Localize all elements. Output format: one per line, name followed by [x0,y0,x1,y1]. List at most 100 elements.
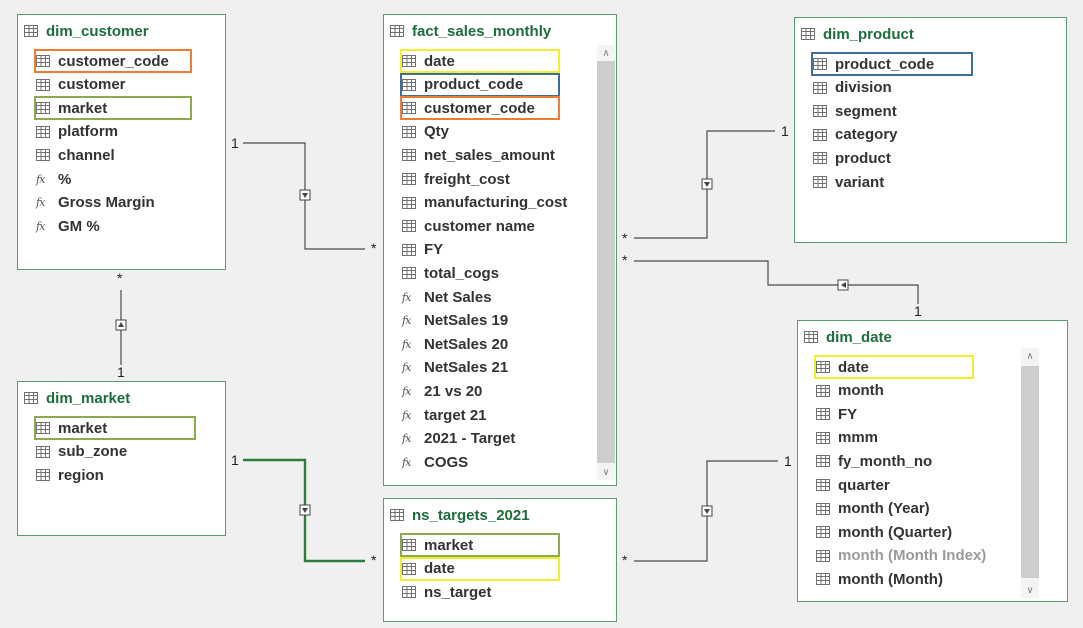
column-field[interactable]: channel [36,144,115,166]
field-label: quarter [838,476,890,494]
field-label: target 21 [424,406,487,424]
field-label: 2021 - Target [424,430,516,448]
fx-measure-icon: fx [402,384,411,398]
cardinality-one: 1 [784,453,792,469]
vertical-scrollbar[interactable]: ∧∨ [597,45,615,480]
field-label: NetSales 21 [424,359,509,377]
column-field[interactable]: date [402,558,455,580]
scroll-down-icon[interactable]: ∨ [602,466,610,478]
scroll-down-icon[interactable]: ∨ [1026,584,1034,596]
column-field[interactable]: date [816,356,869,378]
table-grid-icon [36,125,50,138]
field-label: market [58,419,108,437]
column-field[interactable]: FY [816,403,857,425]
column-field[interactable]: market [402,534,473,556]
table-title: dim_customer [24,21,149,41]
column-field[interactable]: freight_cost [402,168,510,190]
column-field[interactable]: month (Month) [816,568,943,590]
table-grid-icon [390,25,404,37]
scroll-up-icon[interactable]: ∧ [1026,350,1034,362]
column-field[interactable]: division [813,77,892,99]
field-label: market [424,536,474,554]
column-field[interactable]: category [813,124,898,146]
column-field[interactable]: customer_code [36,50,169,72]
column-field[interactable]: Qty [402,121,449,143]
table-title-label: dim_market [46,389,131,407]
column-field[interactable]: ns_target [402,581,492,603]
cardinality-many: * [117,270,123,286]
field-label: % [58,170,72,188]
scrollbar-thumb[interactable] [597,61,615,463]
scrollbar-thumb[interactable] [1021,366,1039,578]
column-field[interactable]: date [402,50,455,72]
column-field[interactable]: variant [813,171,884,193]
column-field[interactable]: net_sales_amount [402,144,555,166]
table-title: dim_market [24,388,130,408]
field-label: total_cogs [424,264,500,282]
table-grid-icon [402,562,416,575]
field-label: NetSales 20 [424,335,509,353]
column-field[interactable]: month (Month Index) [816,545,986,567]
column-field[interactable]: mmm [816,427,878,449]
cardinality-many: * [371,240,377,256]
measure-field[interactable]: fx Net Sales [402,286,492,308]
table-grid-icon [813,81,827,94]
column-field[interactable]: customer name [402,215,535,237]
column-field[interactable]: fy_month_no [816,450,932,472]
field-label: region [58,466,104,484]
column-field[interactable]: customer_code [402,97,535,119]
relationship-line-date-sales[interactable] [634,260,919,304]
column-field[interactable]: manufacturing_cost [402,192,567,214]
column-field[interactable]: market [36,417,107,439]
column-field[interactable]: month [816,380,884,402]
arrow-down-icon [704,182,710,187]
table-grid-icon [813,58,827,70]
column-field[interactable]: market [36,97,107,119]
column-field[interactable]: platform [36,121,118,143]
column-field[interactable]: month (Quarter) [816,521,952,543]
table-title: ns_targets_2021 [390,505,530,525]
vertical-scrollbar[interactable]: ∧∨ [1021,348,1039,598]
field-label: Net Sales [424,288,492,306]
field-label: platform [58,123,118,141]
fx-measure-icon: fx [402,290,411,304]
column-field[interactable]: total_cogs [402,262,499,284]
field-label: NetSales 19 [424,312,509,330]
column-field[interactable]: customer [36,74,126,96]
fx-measure-icon: fx [36,172,45,186]
column-field[interactable]: product_code [813,53,934,75]
measure-field[interactable]: fx% [36,168,71,190]
table-grid-icon [804,331,818,343]
column-field[interactable]: region [36,464,104,486]
column-field[interactable]: quarter [816,474,890,496]
column-field[interactable]: segment [813,100,897,122]
column-field[interactable]: product [813,147,891,169]
table-grid-icon [36,55,50,67]
table-title-label: ns_targets_2021 [412,506,530,524]
column-field[interactable]: FY [402,239,443,261]
column-field[interactable]: product_code [402,74,523,96]
field-label: product_code [835,55,935,73]
scroll-up-icon[interactable]: ∧ [602,47,610,59]
column-field[interactable]: month (Year) [816,498,930,520]
field-label: product_code [424,76,524,94]
cardinality-one: 1 [231,135,239,151]
column-field[interactable]: sub_zone [36,441,127,463]
table-grid-icon [402,173,416,185]
table-grid-icon [402,220,416,233]
